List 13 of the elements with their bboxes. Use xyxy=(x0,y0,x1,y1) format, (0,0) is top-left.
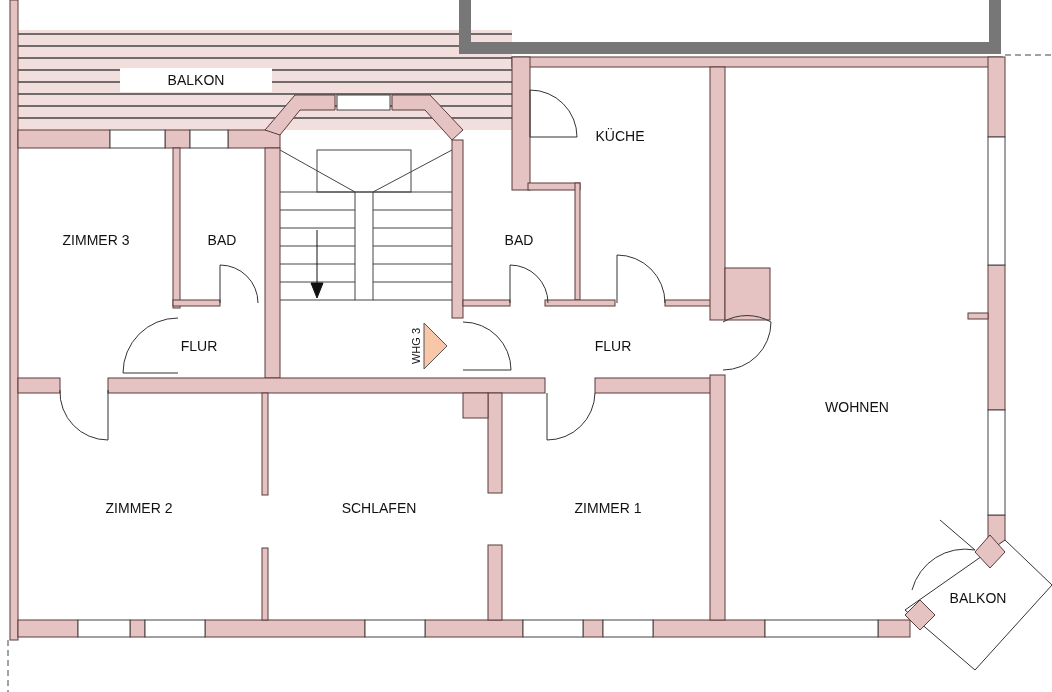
room-label: BAD xyxy=(207,232,237,248)
room-label: ZIMMER 2 xyxy=(105,500,173,516)
room-label: SCHLAFEN xyxy=(341,500,417,516)
room-label: BALKON xyxy=(949,590,1007,606)
room-label: KÜCHE xyxy=(595,128,645,144)
room-label: FLUR xyxy=(180,338,218,354)
room-label: FLUR xyxy=(594,338,632,354)
room-label: WOHNEN xyxy=(825,399,889,415)
room-label: BALKON xyxy=(120,68,272,92)
room-label: ZIMMER 1 xyxy=(574,500,642,516)
room-label: ZIMMER 3 xyxy=(62,232,130,248)
room-label: WHG 3 xyxy=(409,327,423,365)
room-label: BAD xyxy=(504,232,534,248)
